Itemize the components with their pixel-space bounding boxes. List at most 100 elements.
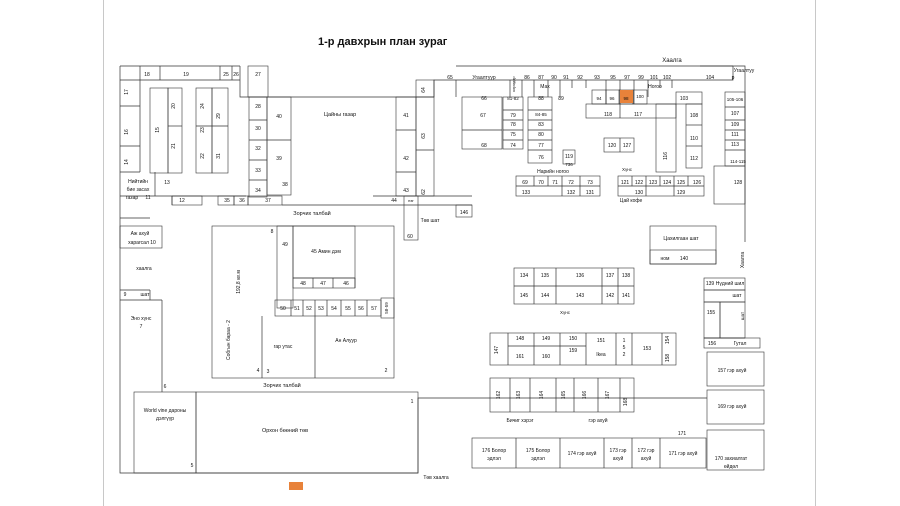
room-label-154: 154 (665, 336, 671, 345)
room-label-69: 69 (522, 180, 528, 186)
room-label-123: 123 (649, 180, 658, 186)
room-label-167: 167 (605, 391, 611, 400)
room-label-118: 118 (604, 112, 612, 118)
room-label-gutal: Гутал (734, 341, 747, 347)
room-label-21: 21 (171, 143, 177, 149)
room-label-153: 153 (643, 346, 652, 352)
room-label-neiti1: Нийтийн (128, 178, 148, 185)
room-label-101: 101 (650, 75, 659, 81)
room-label-world1: World vine дароны (144, 408, 187, 414)
legend-swatch (289, 482, 303, 490)
room-label-8: 8 (271, 229, 274, 235)
room-label-111: 111 (731, 132, 739, 138)
room-label-67: 67 (480, 113, 486, 119)
room-label-108: 108 (690, 113, 699, 119)
room-label-narii: Нарийн ногоо (537, 168, 569, 175)
room-label-127: 127 (623, 143, 632, 149)
room-label-3: 3 (267, 369, 270, 375)
room-label-92: 92 (577, 75, 583, 81)
room-label-30: 30 (255, 126, 261, 132)
room-label-world2: дэлгүүр (156, 416, 174, 422)
room-label-71: 71 (552, 180, 558, 186)
room-label-105: 105-106 (727, 97, 744, 102)
room-label-176a: 176 Болор (482, 448, 506, 454)
room-label-80: 80 (538, 132, 544, 138)
room-label-63: 63 (421, 133, 427, 139)
room-label-102: 102 (663, 75, 672, 81)
room-label-bichig: Бичиг хэрэг (507, 418, 534, 424)
room-label-9: 9 (124, 292, 127, 298)
room-label-15: 15 (155, 127, 161, 133)
room-label-90: 90 (551, 75, 557, 81)
room-label-hunsh2: Хүнс (560, 310, 571, 315)
room-label-18: 18 (144, 72, 150, 78)
room-label-145: 145 (520, 293, 529, 299)
room-label-122: 122 (635, 180, 644, 186)
room-label-139: 139 (706, 281, 715, 287)
room-label-zorchi2: Зорчих талбай (263, 382, 300, 389)
room-label-gerahui: гэр ахуй (588, 417, 607, 424)
sheet-border (103, 0, 816, 506)
room-label-12: 12 (179, 198, 185, 204)
room-label-52: 52 (306, 306, 312, 312)
room-label-99: 99 (638, 75, 644, 81)
room-label-121: 121 (621, 180, 630, 186)
room-label-havalga-top: Хаалга (662, 58, 682, 64)
room-label-144: 144 (541, 293, 550, 299)
room-label-100: 100 (636, 94, 644, 99)
room-label-23: 23 (200, 127, 206, 133)
room-label-2: 2 (385, 368, 388, 374)
room-label-mah: Мах (540, 84, 550, 90)
room-label-65: 65 (447, 75, 453, 81)
room-label-107: 107 (731, 111, 740, 117)
room-label-173b: ахуй (613, 455, 624, 462)
room-label-caikofe: Цай кофе (620, 197, 643, 204)
room-label-104: 104 (706, 75, 715, 81)
room-label-156: 156 (708, 341, 717, 347)
walls (119, 65, 765, 474)
room-label-103: 103 (680, 96, 689, 102)
room-label-51: 51 (294, 306, 300, 312)
room-label-120: 120 (608, 143, 617, 149)
room-label-44: 44 (391, 198, 397, 204)
room-label-160: 160 (542, 354, 551, 360)
room-label-13: 13 (164, 180, 170, 186)
room-label-96: 96 (609, 96, 615, 101)
highlighted-stall[interactable] (620, 90, 633, 103)
room-label-72: 72 (568, 180, 574, 186)
room-label-159: 159 (569, 348, 578, 354)
room-label-138: 138 (622, 273, 631, 279)
room-label-93: 93 (594, 75, 600, 81)
room-label-27: 27 (255, 72, 261, 78)
room-label-5: 5 (191, 463, 194, 469)
room-label-neiti2: бие засах (127, 187, 150, 193)
room-label-163: 163 (516, 391, 522, 400)
room-label-131: 131 (586, 190, 595, 196)
room-label-129: 129 (677, 190, 686, 196)
room-label-58: 58-59 (384, 302, 389, 314)
room-label-hel: нэг (408, 198, 414, 203)
room-label-152a: 1 (623, 338, 626, 344)
room-label-192: 192,8 кв.м (236, 270, 242, 294)
room-label-28: 28 (255, 104, 261, 110)
room-label-87: 87 (538, 75, 544, 81)
room-label-ugaaltuur2b: р (732, 75, 735, 81)
room-label-1: 1 (411, 399, 414, 405)
room-label-48: 48 (300, 281, 306, 287)
room-label-ajahui2: харагсал 10 (128, 240, 156, 246)
room-label-16: 16 (124, 129, 130, 135)
room-label-64: 64 (421, 87, 427, 93)
room-label-56: 56 (358, 306, 364, 312)
room-label-nudni: Нүдний шил (716, 280, 745, 287)
room-label-ikea: Ikea (596, 352, 606, 358)
room-label-4: 4 (257, 368, 260, 374)
room-label-38: 38 (282, 182, 288, 188)
room-label-149: 149 (542, 336, 551, 342)
room-label-173a: 173 гэр (610, 448, 627, 454)
room-label-124: 124 (663, 180, 672, 186)
room-label-shat-right2: шат (740, 312, 745, 320)
room-label-142: 142 (606, 293, 615, 299)
room-label-34: 34 (255, 188, 261, 194)
room-label-170b: өйдөл (724, 463, 738, 470)
room-label-54: 54 (331, 306, 337, 312)
